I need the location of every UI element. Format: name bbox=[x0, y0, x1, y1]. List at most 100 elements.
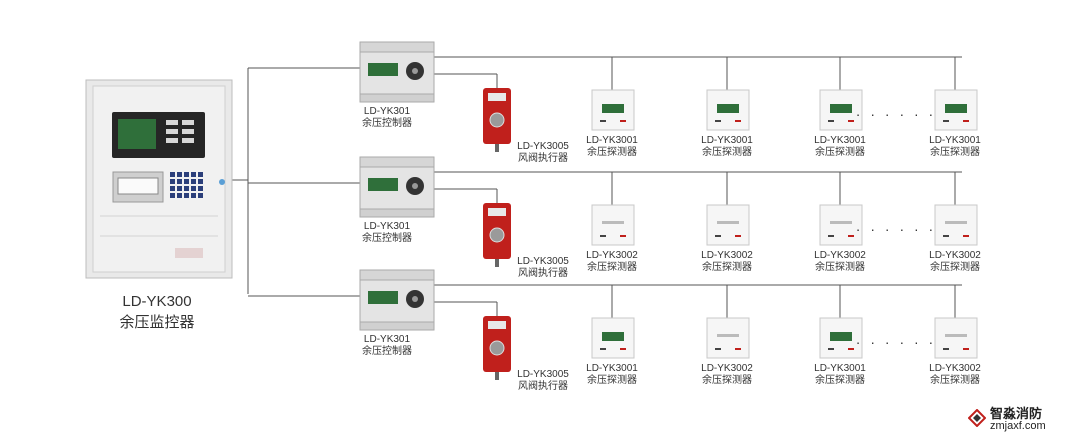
detector-1-3 bbox=[819, 89, 863, 131]
ellipsis-1: · · · · · · bbox=[855, 106, 937, 122]
detector-lcd bbox=[830, 104, 852, 113]
detector-lcd bbox=[602, 332, 624, 341]
detector-label-3-2-model: LD-YK3002 bbox=[701, 363, 753, 374]
keypad-key bbox=[170, 172, 175, 177]
actuator-label-plate bbox=[488, 93, 506, 101]
watermark-logo bbox=[968, 409, 986, 427]
detector-text bbox=[717, 221, 739, 224]
detector-body bbox=[934, 204, 978, 246]
cabinet-key bbox=[182, 129, 194, 134]
controller-nav-center bbox=[412, 68, 418, 74]
detector-1-2 bbox=[706, 89, 750, 131]
cabinet-key bbox=[166, 129, 178, 134]
detector-label-1-1-name: 余压探测器 bbox=[586, 147, 637, 158]
actuator-label-1-name: 风阀执行器 bbox=[517, 153, 568, 164]
wiring bbox=[232, 56, 962, 319]
detector-indicator bbox=[943, 348, 949, 350]
detector-label-3-2-name: 余压探测器 bbox=[701, 375, 752, 386]
detector-indicator bbox=[943, 120, 949, 122]
detector-brand-mark bbox=[963, 235, 969, 237]
keypad-key bbox=[170, 186, 175, 191]
detector-3-3 bbox=[819, 317, 863, 359]
watermark-url: zmjaxf.com bbox=[990, 420, 1046, 432]
detector-3-4 bbox=[934, 317, 978, 359]
detector-label-1-4-model: LD-YK3001 bbox=[929, 135, 981, 146]
controller-label-3-name: 余压控制器 bbox=[362, 346, 412, 357]
actuator-label-plate bbox=[488, 208, 506, 216]
actuator-label-1-model: LD-YK3005 bbox=[517, 141, 569, 152]
keypad-key bbox=[198, 193, 203, 198]
detector-2-2 bbox=[706, 204, 750, 246]
detector-brand-mark bbox=[848, 120, 854, 122]
detector-brand-mark bbox=[735, 348, 741, 350]
controller-1 bbox=[359, 41, 435, 103]
detector-label-1-4-name: 余压探测器 bbox=[929, 147, 980, 158]
detector-label-2-3-name: 余压探测器 bbox=[814, 262, 865, 273]
actuator-label-2-name: 风阀执行器 bbox=[517, 268, 568, 279]
keypad-key bbox=[191, 172, 196, 177]
detector-label-2-3-model: LD-YK3002 bbox=[814, 250, 866, 261]
detector-label-3-3-name: 余压探测器 bbox=[814, 375, 865, 386]
detector-indicator bbox=[600, 235, 606, 237]
keypad-key bbox=[198, 172, 203, 177]
keypad-key bbox=[184, 179, 189, 184]
detector-label-1-1-model: LD-YK3001 bbox=[586, 135, 638, 146]
controller-terminals bbox=[359, 156, 435, 168]
devices bbox=[85, 41, 978, 380]
actuator-shaft bbox=[489, 227, 505, 243]
actuator-3 bbox=[483, 316, 511, 380]
controller-lcd bbox=[368, 63, 398, 76]
controller-base bbox=[359, 208, 435, 218]
detector-label-3-4-name: 余压探测器 bbox=[929, 375, 980, 386]
detector-label-1-2-name: 余压探测器 bbox=[701, 147, 752, 158]
detector-label-3-1-model: LD-YK3001 bbox=[586, 363, 638, 374]
detector-2-4 bbox=[934, 204, 978, 246]
detector-indicator bbox=[828, 120, 834, 122]
detector-brand-mark bbox=[620, 348, 626, 350]
detector-1-1 bbox=[591, 89, 635, 131]
detector-lcd bbox=[830, 332, 852, 341]
detector-brand-mark bbox=[735, 120, 741, 122]
actuator-1 bbox=[483, 88, 511, 152]
controller-base bbox=[359, 321, 435, 331]
detector-indicator bbox=[600, 348, 606, 350]
controller-nav-center bbox=[412, 296, 418, 302]
actuator-cable bbox=[495, 144, 499, 152]
keypad-key bbox=[177, 179, 182, 184]
main-unit-name: 余压监控器 bbox=[119, 314, 195, 331]
detector-text bbox=[602, 221, 624, 224]
keypad-key bbox=[184, 172, 189, 177]
controller-label-2-model: LD-YK301 bbox=[363, 221, 411, 232]
actuator-shaft bbox=[489, 340, 505, 356]
actuator-cable bbox=[495, 259, 499, 267]
detector-label-1-3-model: LD-YK3001 bbox=[814, 135, 866, 146]
detector-label-1-2-model: LD-YK3001 bbox=[701, 135, 753, 146]
main-unit-label: LD-YK300 余压监控器 bbox=[119, 292, 194, 334]
detector-text bbox=[830, 221, 852, 224]
detector-label-2-2-model: LD-YK3002 bbox=[701, 250, 753, 261]
keypad-key bbox=[198, 179, 203, 184]
detector-brand-mark bbox=[735, 235, 741, 237]
controller-2 bbox=[359, 156, 435, 218]
keypad-key bbox=[191, 193, 196, 198]
cabinet-key bbox=[166, 138, 178, 143]
detector-body bbox=[819, 204, 863, 246]
controller-label-1-model: LD-YK301 bbox=[363, 106, 411, 117]
controller-base bbox=[359, 93, 435, 103]
actuator-label-3-name: 风阀执行器 bbox=[517, 381, 568, 392]
detector-brand-mark bbox=[848, 235, 854, 237]
detector-indicator bbox=[828, 235, 834, 237]
cabinet-key bbox=[166, 120, 178, 125]
keypad-key bbox=[191, 186, 196, 191]
